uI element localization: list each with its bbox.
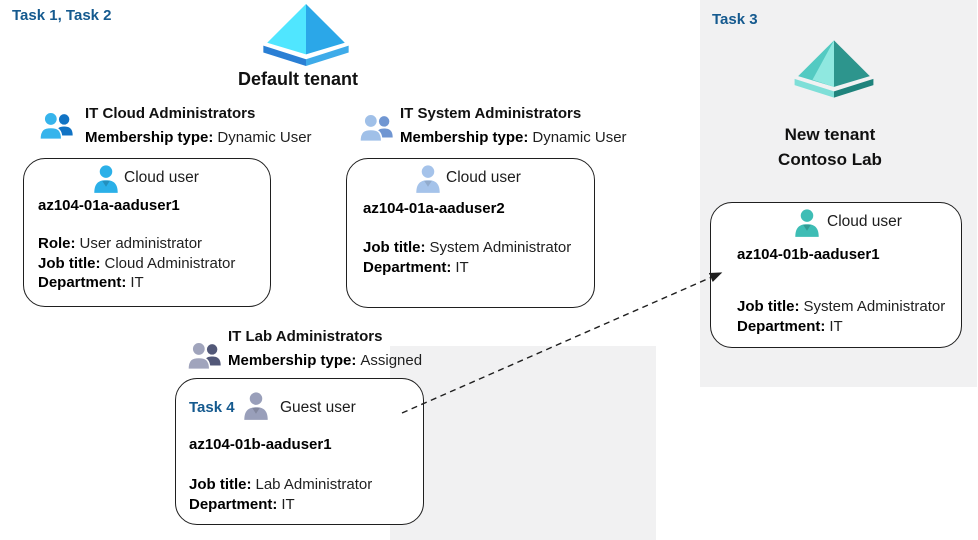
new-tenant-line1: New tenant	[784, 125, 876, 144]
user-field-job-title: Job title:Cloud Administrator	[38, 255, 235, 272]
user-card-aaduser2: Cloud user az104-01a-aaduser2 Job title:…	[346, 158, 595, 308]
group-title-system-admins: IT System Administrators	[400, 105, 582, 122]
field-value: User administrator	[79, 235, 203, 252]
field-label: Department:	[363, 258, 452, 276]
field-label: Role:	[38, 235, 76, 252]
field-value: System Administrator	[803, 298, 946, 315]
user-card-new-tenant: Cloud user az104-01b-aaduser1 Job title:…	[710, 202, 962, 348]
guest-user-icon	[244, 392, 268, 420]
group-icon-lab-admins	[187, 341, 221, 371]
group-icon-cloud-admins	[39, 111, 73, 141]
field-label: Department:	[189, 495, 278, 513]
user-field-department: Department:IT	[189, 496, 295, 513]
membership-line: Membership type:Dynamic User	[85, 129, 312, 146]
user-field-job-title: Job title:System Administrator	[737, 298, 945, 315]
field-value: Lab Administrator	[255, 476, 373, 493]
field-value: System Administrator	[429, 239, 572, 256]
background-gray-block	[390, 346, 656, 540]
membership-line: Membership type:Dynamic User	[400, 129, 627, 146]
new-tenant-line2: Contoso Lab	[778, 150, 882, 169]
user-field-job-title: Job title:System Administrator	[363, 239, 571, 256]
user-type-label: Cloud user	[124, 169, 199, 186]
field-value: Cloud Administrator	[104, 254, 236, 272]
membership-label: Membership type:	[400, 129, 529, 146]
user-field-department: Department:IT	[38, 274, 144, 291]
field-label: Job title:	[189, 476, 252, 493]
user-type-label: Guest user	[280, 399, 356, 416]
user-field-role: Role:User administrator	[38, 235, 202, 252]
user-type-label: Cloud user	[446, 169, 521, 186]
membership-line: Membership type:Assigned	[228, 352, 422, 369]
user-card-aaduser1: Cloud user az104-01a-aaduser1 Role:User …	[23, 158, 271, 307]
group-title-cloud-admins: IT Cloud Administrators	[85, 105, 256, 122]
azure-ad-tenant-icon-teal	[794, 40, 874, 98]
membership-label: Membership type:	[85, 129, 214, 146]
field-label: Department:	[38, 274, 127, 291]
user-name: az104-01b-aaduser1	[189, 436, 332, 453]
azure-ad-tenant-icon-blue	[263, 3, 349, 67]
membership-label: Membership type:	[228, 352, 357, 369]
task-4-label: Task 4	[189, 399, 235, 416]
user-type-label: Cloud user	[827, 213, 902, 230]
field-value: IT	[281, 495, 295, 513]
task-1-2-label: Task 1, Task 2	[12, 7, 112, 24]
cloud-user-icon	[795, 209, 819, 237]
user-name: az104-01a-aaduser2	[363, 200, 505, 217]
default-tenant-title: Default tenant	[237, 69, 358, 89]
field-label: Job title:	[38, 254, 101, 272]
user-field-department: Department:IT	[737, 318, 843, 335]
cloud-user-icon	[94, 165, 118, 193]
field-label: Job title:	[363, 239, 426, 256]
field-label: Department:	[737, 317, 826, 335]
group-icon-system-admins	[359, 113, 393, 143]
cloud-user-icon	[416, 165, 440, 193]
membership-value: Dynamic User	[217, 129, 312, 146]
field-value: IT	[829, 317, 843, 335]
user-field-department: Department:IT	[363, 259, 469, 276]
field-value: IT	[130, 274, 144, 291]
user-field-job-title: Job title:Lab Administrator	[189, 476, 372, 493]
field-label: Job title:	[737, 298, 800, 315]
field-value: IT	[455, 258, 469, 276]
membership-value: Dynamic User	[532, 129, 627, 146]
membership-value: Assigned	[360, 352, 423, 369]
user-name: az104-01a-aaduser1	[38, 197, 180, 214]
task-3-label: Task 3	[712, 11, 758, 28]
group-title-lab-admins: IT Lab Administrators	[228, 328, 383, 345]
user-card-guest: Task 4 Guest user az104-01b-aaduser1 Job…	[175, 378, 424, 525]
user-name: az104-01b-aaduser1	[737, 246, 880, 263]
new-tenant-title: New tenant Contoso Lab	[740, 122, 920, 172]
